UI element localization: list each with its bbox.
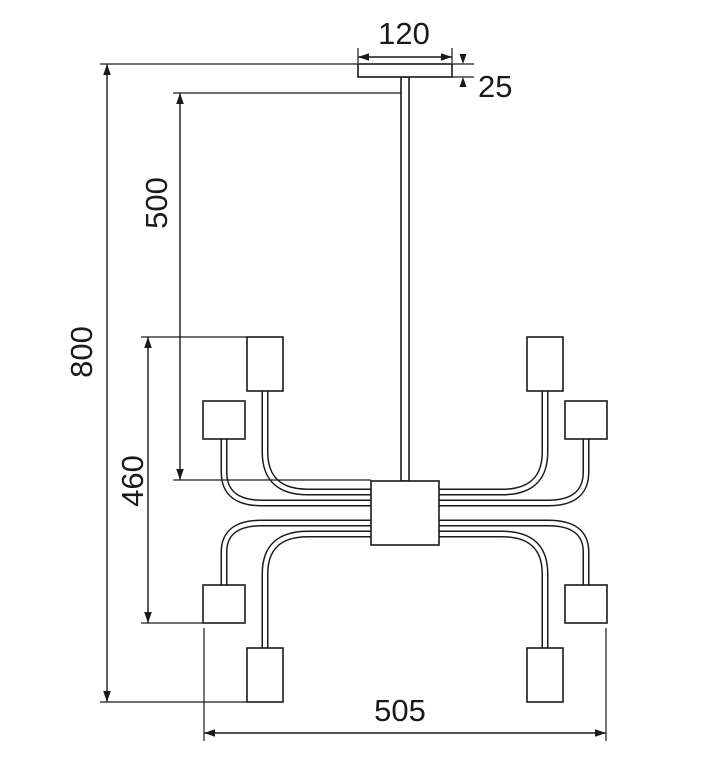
dimension-canopy-width: 120 [357, 16, 453, 63]
lamp-cylinder-lower-right-inner [526, 647, 564, 703]
dimension-canopy-thickness: 25 [452, 54, 512, 104]
dimension-frame-height: 460 [115, 336, 247, 624]
central-body [370, 480, 440, 546]
arm-upper-left-inner [261, 389, 400, 496]
dim-label-frame-height: 460 [115, 455, 150, 507]
arm-lower-right-outer [410, 519, 590, 587]
lamp-cylinder-lower-left-outer [202, 584, 246, 624]
dim-label-overall-height: 800 [64, 326, 99, 378]
dim-label-canopy-thickness: 25 [478, 69, 512, 104]
hanging-rod [400, 76, 410, 482]
lamp-cylinder-upper-left-inner [246, 336, 284, 392]
lamp-cylinder-lower-right-outer [564, 584, 608, 624]
dim-label-rod-length: 500 [139, 177, 174, 229]
dim-label-overall-width: 505 [374, 693, 426, 728]
ceiling-canopy [357, 63, 453, 78]
arm-lower-left-inner [261, 530, 400, 650]
lamp-cylinder-upper-right-outer [564, 400, 608, 440]
dimension-overall-height: 800 [64, 63, 358, 703]
arm-lower-left-outer [220, 519, 400, 587]
dimension-overall-width: 505 [203, 628, 607, 741]
lamp-cylinder-upper-right-inner [526, 336, 564, 392]
lamp-cylinder-upper-left-outer [202, 400, 246, 440]
arm-lower-right-inner [410, 530, 549, 650]
dim-label-canopy-width: 120 [378, 16, 430, 51]
arm-upper-right-inner [410, 389, 549, 496]
dimension-rod-length: 500 [139, 92, 401, 481]
arm-upper-right-outer [410, 437, 590, 507]
arm-upper-left-outer [220, 437, 400, 507]
lamp-cylinder-lower-left-inner [246, 647, 284, 703]
